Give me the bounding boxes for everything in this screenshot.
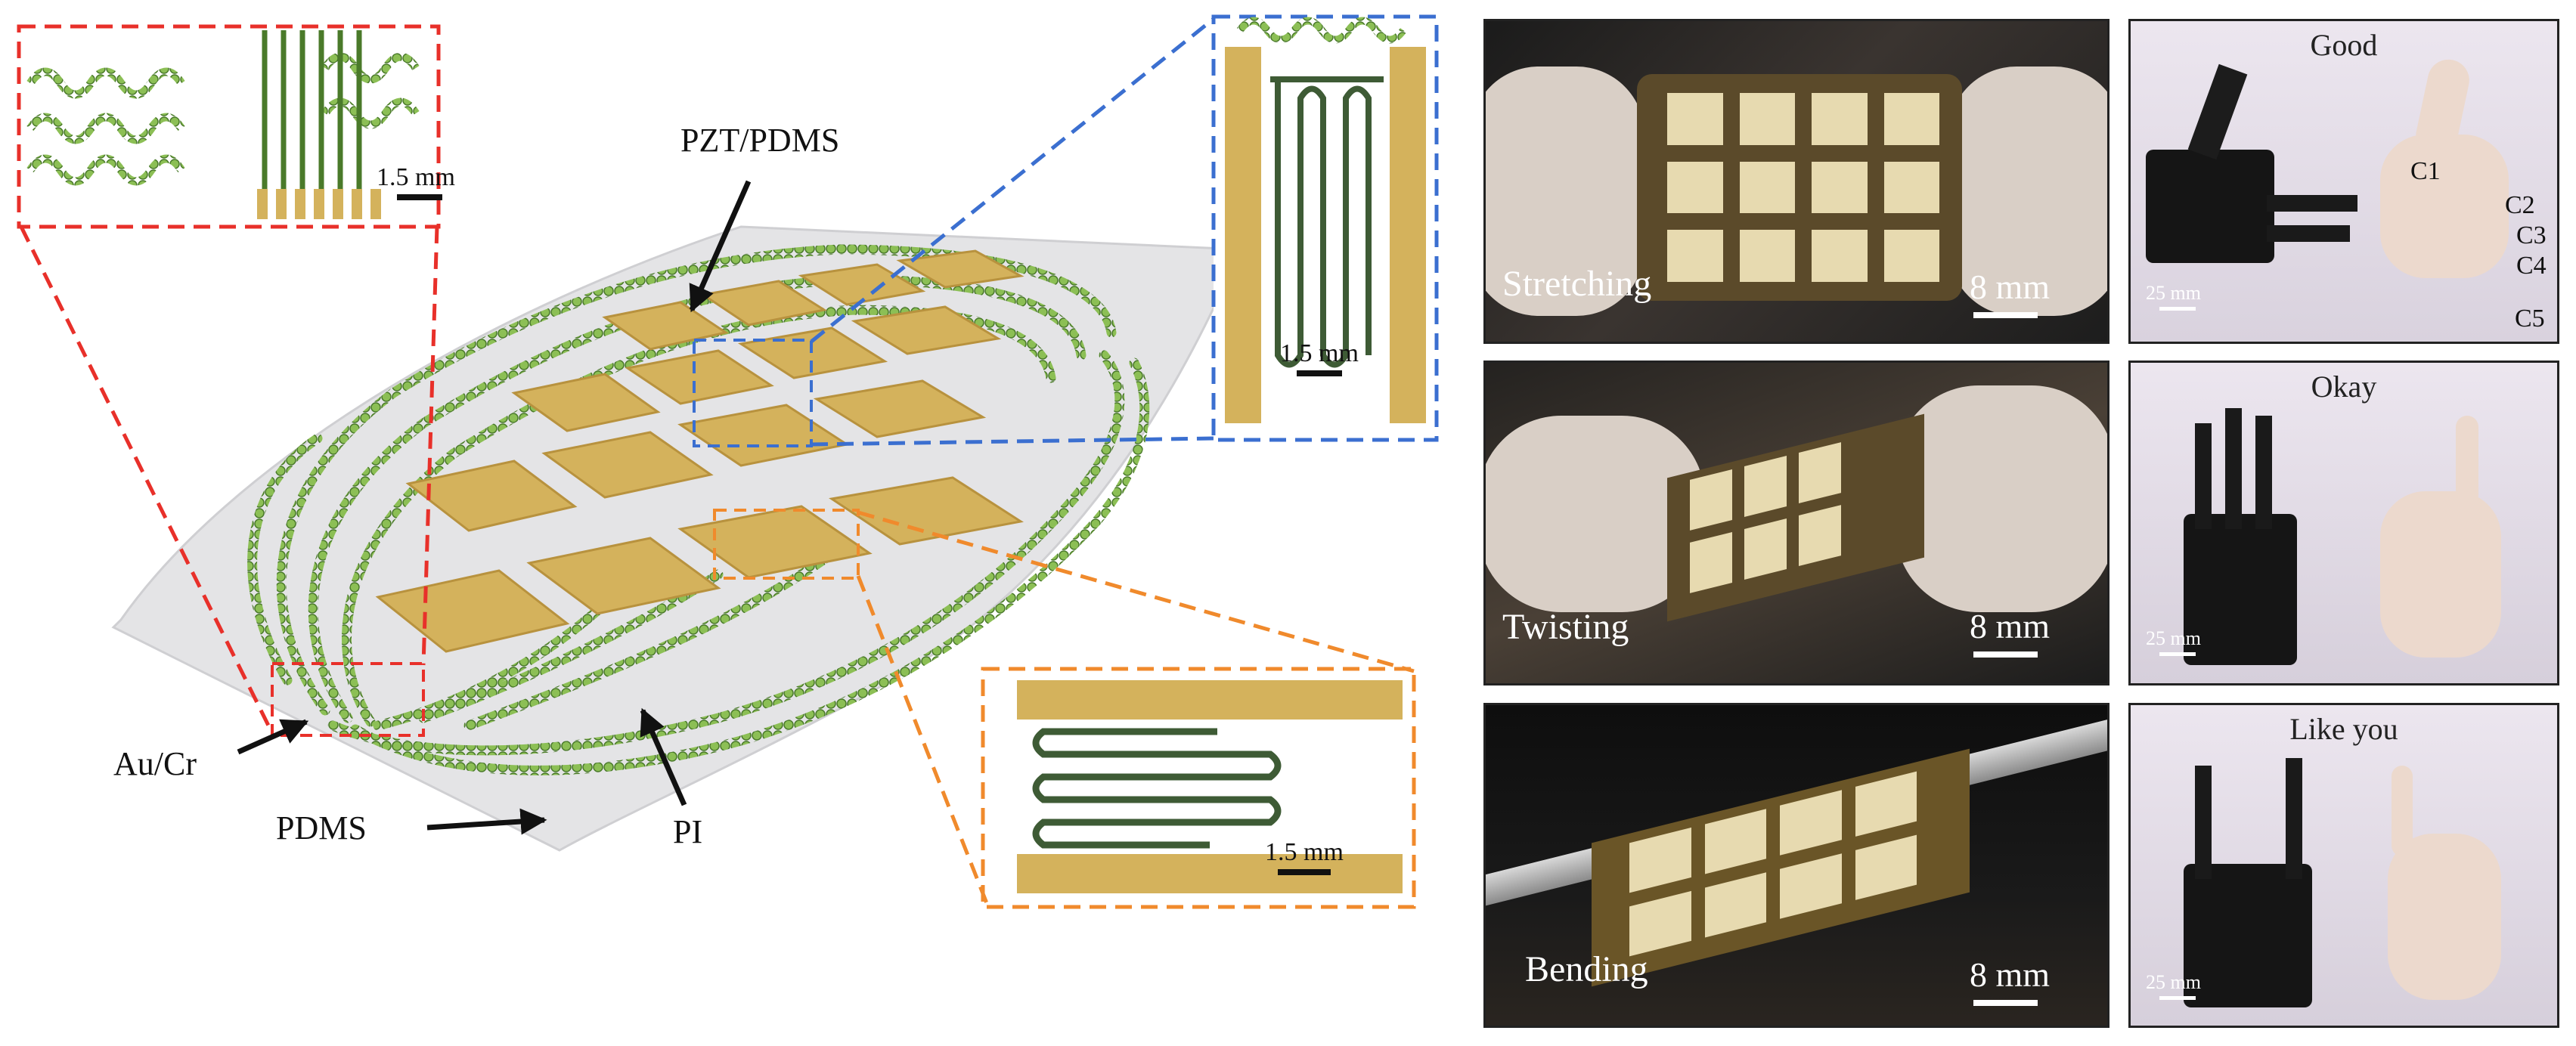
orange-inset-scale-bar: [1278, 869, 1331, 875]
orange-zoom-region: [713, 509, 860, 580]
device-schematic: 1.5 mm 1.5 mm 1.5 mm PZT/PDMS Au/Cr PDMS…: [17, 14, 1439, 909]
gesture-channel-c2: C2: [2505, 191, 2535, 219]
bending-caption: Bending: [1525, 949, 1648, 989]
bending-scale-label: 8 mm: [1970, 955, 2051, 994]
pi-arrow: [640, 707, 687, 806]
bending-scale-bar: [1973, 1000, 2038, 1006]
pdms-label: PDMS: [276, 809, 367, 846]
red-zoom-region: [271, 662, 425, 737]
gesture-like-you-photo: Like you 25 mm: [2128, 703, 2559, 1028]
gesture-okay-title: Okay: [2311, 370, 2377, 404]
red-inset-scale-label: 1.5 mm: [377, 163, 455, 191]
gesture-okay-scale-label: 25 mm: [2146, 627, 2201, 649]
pzt-pdms-arrow: [689, 180, 752, 313]
orange-inset-scale-label: 1.5 mm: [1265, 838, 1344, 866]
gesture-good-scale-label: 25 mm: [2146, 282, 2201, 304]
gesture-okay-scale-bar: [2159, 652, 2196, 656]
gesture-like-you-scale-bar: [2159, 996, 2196, 1000]
pzt-pdms-label: PZT/PDMS: [680, 122, 839, 159]
orange-inset: 1.5 mm: [981, 667, 1416, 909]
gesture-good-scale-bar: [2159, 307, 2196, 311]
gesture-like-you-title: Like you: [2289, 712, 2398, 746]
twisting-scale-bar: [1973, 651, 2038, 658]
twisting-caption: Twisting: [1502, 607, 1629, 647]
pzt-pad-array: [375, 249, 1025, 653]
red-inset: 1.5 mm: [17, 24, 455, 229]
blue-inset-scale-label: 1.5 mm: [1280, 339, 1359, 367]
pdms-substrate: [111, 225, 1242, 852]
bending-photo: Bending 8 mm: [1483, 703, 2109, 1028]
gesture-channel-c5: C5: [2515, 305, 2545, 333]
au-cr-label: Au/Cr: [113, 745, 197, 782]
gesture-channel-c1: C1: [2410, 157, 2441, 185]
twisting-photo: Twisting 8 mm: [1483, 361, 2109, 685]
gesture-good-photo: Good C1 C2 C3 C4 C5 25 mm: [2128, 19, 2559, 344]
gesture-like-you-scale-label: 25 mm: [2146, 971, 2201, 993]
gesture-channel-c4: C4: [2516, 252, 2547, 280]
serpentine-interconnects: [247, 244, 1150, 775]
gesture-okay-photo: Okay 25 mm: [2128, 361, 2559, 685]
stretching-photo: Stretching 8 mm: [1483, 19, 2109, 344]
stretching-scale-bar: [1973, 312, 2038, 318]
pdms-arrow: [426, 808, 547, 835]
pi-label: PI: [673, 813, 702, 850]
stretching-caption: Stretching: [1502, 264, 1652, 304]
blue-zoom-region: [693, 339, 813, 447]
gesture-good-title: Good: [2310, 28, 2378, 62]
au-cr-arrow: [237, 719, 309, 755]
twisting-scale-label: 8 mm: [1970, 607, 2051, 645]
gesture-channel-c3: C3: [2516, 221, 2547, 249]
red-inset-scale-bar: [397, 194, 442, 200]
stretching-scale-label: 8 mm: [1970, 268, 2051, 306]
blue-inset: 1.5 mm: [1211, 14, 1439, 442]
blue-inset-scale-bar: [1297, 370, 1342, 376]
